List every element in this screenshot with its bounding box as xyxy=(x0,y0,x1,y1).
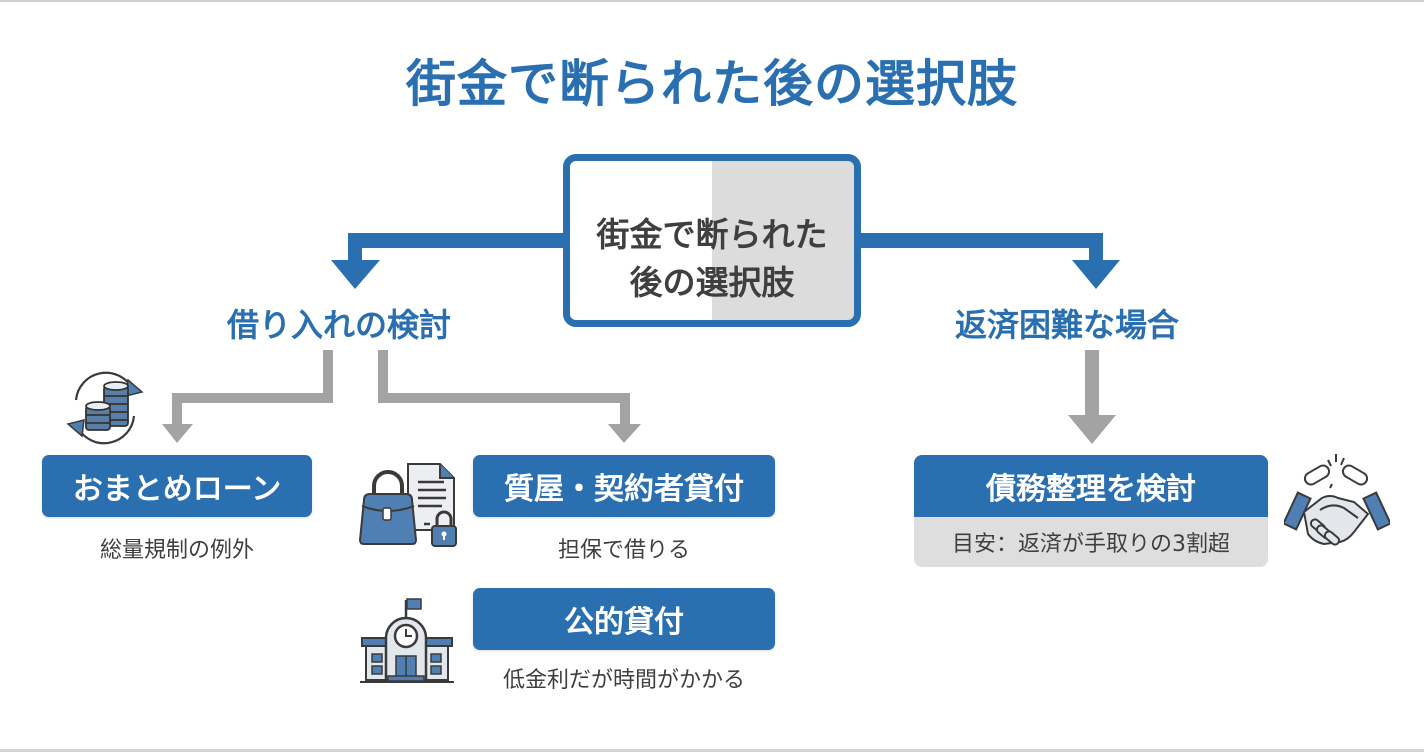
debt-consolidation-button[interactable]: 債務整理を検討 xyxy=(914,455,1268,517)
debt-consolidation-guideline: 目安：返済が手取りの3割超 xyxy=(914,517,1268,567)
coins-exchange-icon xyxy=(62,370,148,450)
omatome-loan-button[interactable]: おまとめローン xyxy=(42,455,312,517)
omatome-loan-description: 総量規制の例外 xyxy=(99,538,254,563)
public-building-icon xyxy=(358,594,456,690)
branch-repayment-difficulty-label: 返済困難な場合 xyxy=(955,306,1180,344)
branch-borrowing-label: 借り入れの検討 xyxy=(227,306,452,344)
page-title: 街金で断られた後の選択肢 xyxy=(406,55,1018,113)
bottom-border xyxy=(0,749,1424,752)
bag-document-lock-icon xyxy=(358,458,462,552)
central-topic-box: 街金で断られた 後の選択肢 xyxy=(563,154,861,327)
pawnshop-policy-loan-description: 担保で借りる xyxy=(557,538,690,563)
pawnshop-policy-loan-button[interactable]: 質屋・契約者貸付 xyxy=(473,455,775,517)
arrow-to-pawnshop-loan xyxy=(378,350,641,443)
arrow-to-debt-consolidation xyxy=(1068,350,1116,444)
debt-consolidation-card: 債務整理を検討 目安：返済が手取りの3割超 xyxy=(914,455,1268,567)
central-topic-line1: 街金で断られた xyxy=(596,215,828,254)
arrow-to-repayment-difficulty xyxy=(859,233,1120,289)
public-loan-button[interactable]: 公的貸付 xyxy=(473,588,775,650)
broken-chain-handshake-icon xyxy=(1282,452,1392,560)
central-topic-line2: 後の選択肢 xyxy=(629,263,795,302)
arrow-to-omatome-loan xyxy=(162,350,333,443)
public-loan-description: 低金利だが時間がかかる xyxy=(502,668,745,693)
top-border xyxy=(0,0,1424,2)
arrow-to-borrowing xyxy=(331,233,566,289)
central-topic-text: 街金で断られた 後の選択肢 xyxy=(570,211,854,307)
